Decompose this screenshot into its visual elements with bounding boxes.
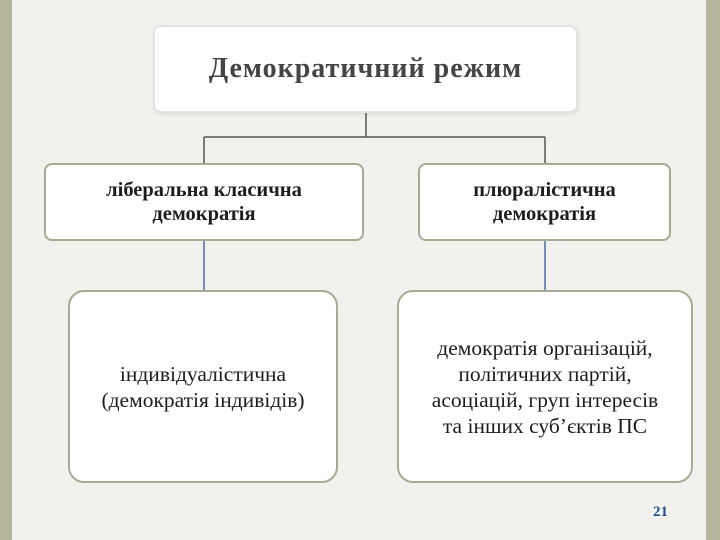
child-node-individualist: індивідуалістична (демократія індивідів) <box>68 290 338 483</box>
root-node-label: Демократичний режим <box>208 53 523 84</box>
branch-node-pluralist-label: плюралістична демократія <box>473 179 616 225</box>
child-node-individualist-label: індивідуалістична (демократія індивідів) <box>101 361 305 412</box>
page-number: 21 <box>653 504 668 520</box>
branch-node-liberal-label: ліберальна класична демократія <box>106 179 302 225</box>
branch-node-liberal: ліберальна класична демократія <box>44 163 364 241</box>
child-node-organizations-label: демократія організацій, політичних парті… <box>431 335 659 438</box>
branch-node-pluralist: плюралістична демократія <box>418 163 671 241</box>
root-node: Демократичний режим <box>153 25 578 113</box>
left-frame-bar <box>0 0 12 540</box>
right-frame-bar <box>706 0 720 540</box>
child-node-organizations: демократія організацій, політичних парті… <box>397 290 693 483</box>
